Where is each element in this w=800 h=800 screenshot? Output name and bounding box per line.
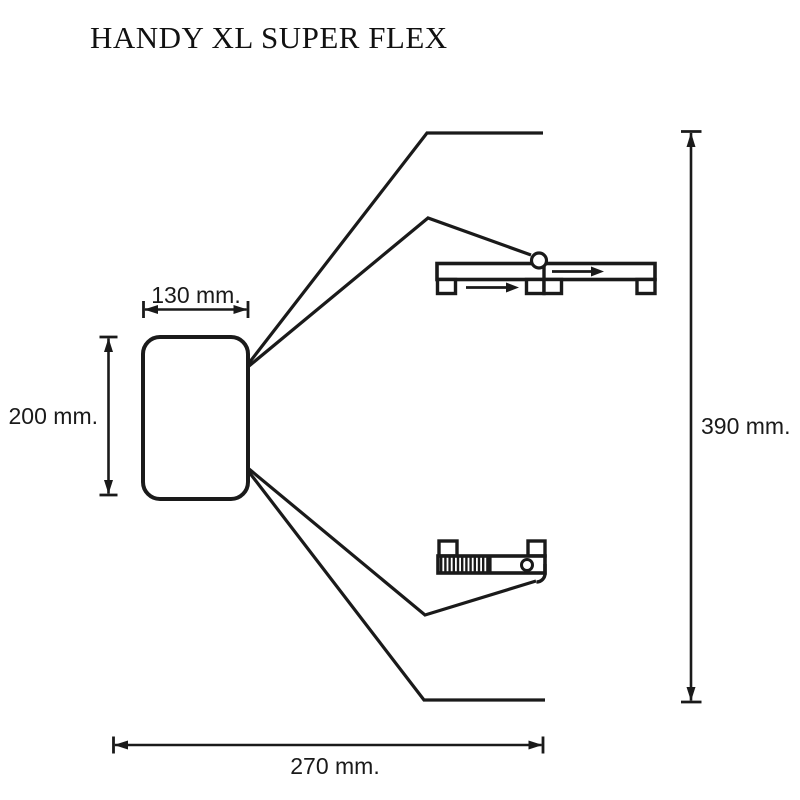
bottom-buckle bbox=[436, 539, 547, 584]
dim-label-total-height: 390 mm. bbox=[701, 413, 791, 439]
top-buckle-foot-mid-right bbox=[542, 277, 564, 296]
slide-right-arrow-icon bbox=[466, 282, 519, 293]
strap-bottom-outer bbox=[247, 471, 545, 702]
dim-label-total-width: 270 mm. bbox=[290, 753, 380, 779]
strap-bottom-inner bbox=[247, 467, 537, 617]
top-buckle-foot-right bbox=[635, 277, 657, 296]
bottom-buckle-tab bbox=[536, 564, 547, 584]
strap-top-inner bbox=[247, 216, 532, 368]
bottom-buckle-lug-left bbox=[437, 539, 459, 558]
dim-270 bbox=[112, 736, 545, 754]
bottom-buckle-rivet bbox=[520, 558, 534, 572]
page-title: HANDY XL SUPER FLEX bbox=[90, 20, 448, 55]
dim-200 bbox=[99, 335, 118, 497]
dim-390 bbox=[681, 130, 702, 704]
bottom-buckle-lug-right bbox=[526, 539, 547, 558]
strap-top-outer bbox=[247, 131, 543, 364]
top-buckle-ring bbox=[529, 251, 549, 270]
top-buckle bbox=[435, 251, 657, 296]
top-buckle-foot-mid-left bbox=[524, 277, 546, 296]
top-buckle-foot-left bbox=[435, 277, 458, 296]
pad-outline bbox=[141, 335, 250, 501]
slide-right-arrow-icon bbox=[552, 266, 604, 277]
dim-130 bbox=[142, 301, 250, 318]
dim-label-pad-width: 130 mm. bbox=[151, 282, 241, 308]
dim-label-pad-height: 200 mm. bbox=[8, 403, 98, 429]
